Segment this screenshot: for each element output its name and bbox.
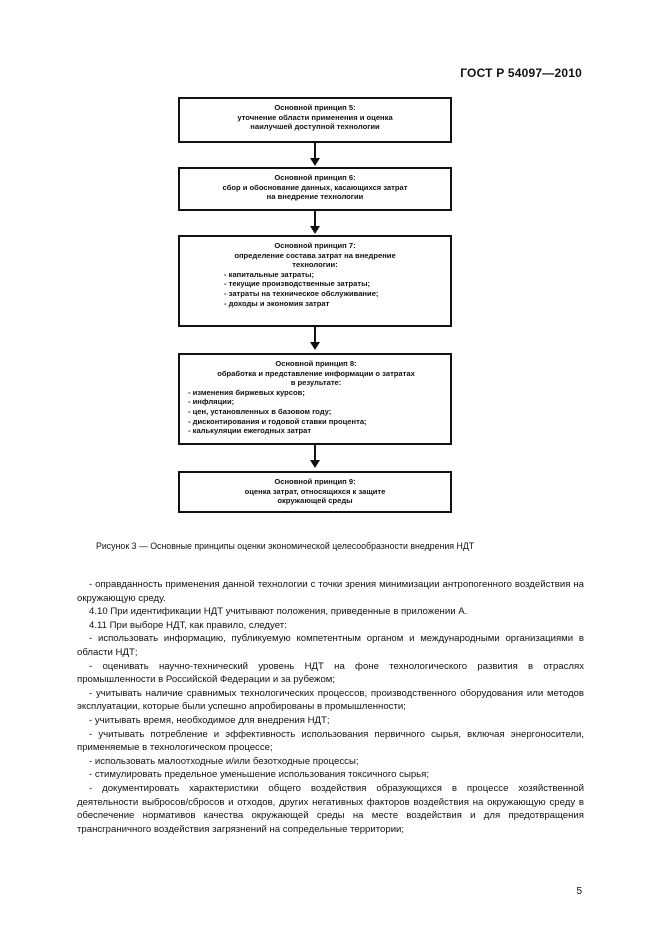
paragraph: - использовать малоотходные и/или безотх… (89, 755, 359, 767)
principle-7-item: - капитальные затраты; (224, 269, 314, 279)
figure-caption: Рисунок 3 — Основные принципы оценки эко… (96, 541, 475, 551)
paragraph: - оправданность применения данной технол… (77, 579, 584, 604)
paragraph: 4.10 При идентификации НДТ учитывают пол… (89, 606, 468, 618)
principle-8-item: - калькуляции ежегодных затрат (188, 426, 312, 436)
principle-7-item: - текущие производственные затраты; (224, 279, 371, 289)
principle-9-title: Основной принцип 9: (274, 477, 356, 486)
principle-8-item: - инфляции; (188, 397, 235, 407)
body-text: - оправданность применения данной технол… (77, 578, 584, 836)
principle-8-title: Основной принцип 8: (275, 359, 357, 368)
principle-9-line-2: окружающей среды (277, 496, 353, 506)
principle-8-line-2: в результате: (290, 378, 342, 388)
principle-7-item: - доходы и экономия затрат (224, 298, 330, 308)
principle-8-item: - цен, установленных в базовом году; (188, 406, 332, 416)
paragraph: - учитывать время, необходимое для внедр… (89, 714, 330, 726)
principle-7-box: Основной принцип 7: определение состава … (178, 235, 452, 327)
flow-arrow (178, 327, 452, 353)
principle-6-line-2: на внедрение технологии (266, 192, 364, 202)
principle-6-title: Основной принцип 6: (274, 173, 356, 182)
principle-5-line-2: наилучшей доступной технологии (250, 122, 380, 132)
principle-9-line-1: оценка затрат, относящихся к защите (244, 486, 386, 496)
paragraph: - использовать информацию, публикуемую к… (77, 633, 584, 658)
flow-arrow (178, 445, 452, 471)
flow-arrow (178, 143, 452, 167)
flow-arrow (178, 211, 452, 235)
principle-9-box: Основной принцип 9: оценка затрат, относ… (178, 471, 452, 513)
paragraph: - оценивать научно-технический уровень Н… (77, 660, 584, 686)
principle-5-line-1: уточнение области применения и оценка (237, 112, 393, 122)
paragraph: - документировать характеристики общего … (77, 782, 584, 835)
principle-7-item: - затраты на техническое обслуживание; (224, 288, 379, 298)
page-header: ГОСТ Р 54097—2010 (460, 66, 582, 80)
flowchart: Основной принцип 5: уточнение области пр… (178, 97, 452, 513)
principle-7-line-1: определение состава затрат на внедрение (234, 250, 396, 260)
principle-5-box: Основной принцип 5: уточнение области пр… (178, 97, 452, 143)
paragraph: - стимулировать предельное уменьшение ис… (89, 769, 430, 781)
paragraph: 4.11 При выборе НДТ, как правило, следуе… (89, 619, 287, 631)
principle-8-box: Основной принцип 8: обработка и представ… (178, 353, 452, 445)
principle-6-box: Основной принцип 6: сбор и обоснование д… (178, 167, 452, 211)
paragraph: - учитывать наличие сравнимых технологич… (77, 687, 584, 713)
principle-7-title: Основной принцип 7: (274, 241, 356, 250)
principle-5-title: Основной принцип 5: (274, 103, 356, 112)
principle-7-line-2: технологии: (292, 260, 338, 270)
principle-6-line-1: сбор и обоснование данных, касающихся за… (222, 182, 408, 192)
paragraph: - учитывать потребление и эффективность … (77, 728, 584, 754)
principle-8-item: - дисконтирования и годовой ставки проце… (188, 416, 367, 426)
principle-8-line-1: обработка и представление информации о з… (217, 368, 415, 378)
principle-8-item: - изменения биржевых курсов; (188, 387, 305, 397)
page-number: 5 (576, 886, 582, 897)
